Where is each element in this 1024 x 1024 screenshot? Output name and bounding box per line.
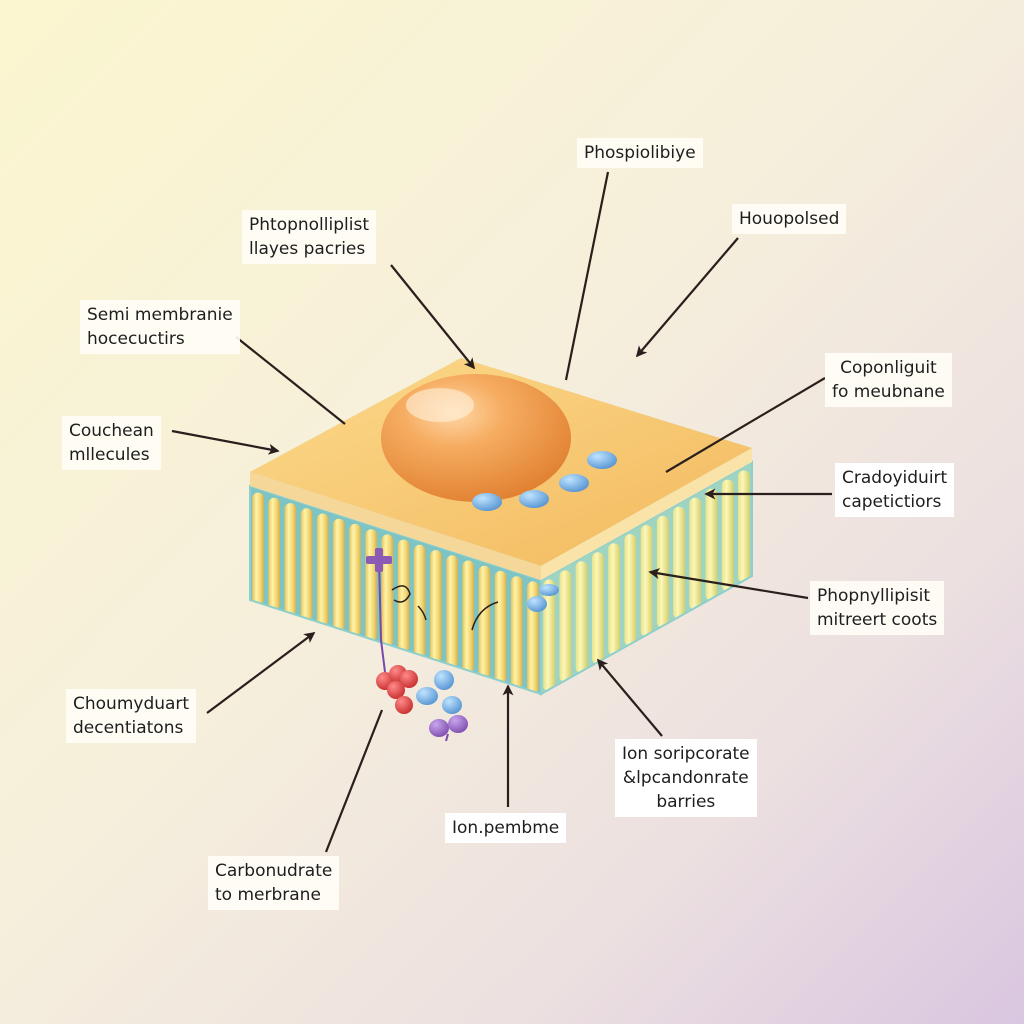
lipid-tail: [721, 479, 734, 592]
arrow-houopolsed: [635, 237, 739, 358]
label-phopnyllipisit: Phopnyllipisit mitreert coots: [810, 581, 945, 635]
lipid-tail: [494, 570, 507, 683]
carbohydrate-purple-cluster: [429, 715, 468, 742]
lipid-tail: [510, 576, 523, 689]
lipid-tail: [252, 492, 264, 605]
lipid-tail: [430, 550, 442, 663]
label-phosphoiibiye: Phospiolibiye: [577, 138, 703, 168]
lipid-tail: [738, 470, 750, 583]
lipid-tail: [333, 518, 345, 631]
arrow-couchnean: [171, 429, 280, 455]
lipid-tail: [559, 570, 572, 683]
label-houopolsed: Houopolsed: [732, 204, 847, 234]
lipid-tail: [543, 579, 555, 692]
channel-protein: [527, 584, 559, 612]
lipid-tail: [608, 543, 620, 656]
lipid-tail: [640, 525, 653, 637]
protein-dot: [587, 451, 617, 469]
label-cradoyiduirt: Cradoyiduirt capetictiors: [835, 463, 955, 517]
label-semi-membranie: Semi membranie hocecuctirs: [80, 300, 240, 354]
arrow-phtopnolliplist: [390, 264, 476, 370]
carbohydrate-red-cluster: [376, 665, 418, 714]
lipid-tail: [656, 515, 669, 628]
lipid-tail: [284, 503, 297, 616]
bilayer-right-side: [540, 460, 753, 696]
lipid-tail: [349, 523, 361, 636]
lipid-tail: [478, 565, 491, 678]
arrow-ion-soripcorate: [596, 658, 663, 737]
arrow-choumyduart: [206, 632, 316, 714]
lipid-tail: [705, 488, 718, 601]
lipid-tail: [446, 555, 458, 668]
protein-dot: [472, 493, 502, 511]
lipid-tail: [300, 508, 313, 621]
glycoprotein-chain: [366, 548, 499, 673]
bilayer-left-side: [249, 484, 542, 696]
protein-dot: [519, 490, 549, 508]
arrow-phosphoiibiye: [564, 171, 610, 381]
lipid-tail: [365, 529, 377, 642]
label-phtopnolliplist: Phtopnolliplist llayes pacries: [242, 210, 376, 264]
lipid-tail: [381, 534, 394, 647]
label-carbonudrate: Carbonudrate to merbrane: [208, 856, 340, 910]
surface-proteins: [472, 451, 617, 511]
arrow-carbonudrate: [324, 709, 384, 853]
lipid-tail: [673, 506, 685, 619]
lipid-tail: [592, 552, 604, 665]
arrow-coponliguit: [665, 377, 826, 473]
lipid-tail: [268, 497, 280, 610]
nucleus-sphere: [381, 374, 571, 502]
lipid-tail: [413, 544, 426, 657]
lipid-tail: [575, 561, 588, 674]
lipid-tail: [624, 534, 637, 647]
label-ion-soripcorate: Ion soripcorate &lpcandonrate barries: [615, 739, 757, 817]
arrow-semi-membranie: [235, 336, 346, 425]
leader-arrows: [171, 171, 832, 853]
label-choumyduart: Choumyduart decentiatons: [66, 689, 197, 743]
arrow-phopnyllipisit: [648, 568, 809, 600]
protein-dot: [559, 474, 589, 492]
carbohydrate-blue-cluster: [416, 670, 462, 714]
lipid-tail: [462, 560, 474, 673]
label-ion-pembme: Ion.pembme: [445, 813, 567, 843]
label-coponliguit: Coponliguit fo meubnane: [825, 353, 952, 407]
label-couchnean: Couchean mllecules: [62, 416, 161, 470]
lipid-tail: [397, 539, 410, 652]
lipid-tail: [316, 513, 329, 626]
lipid-tail: [689, 497, 701, 610]
